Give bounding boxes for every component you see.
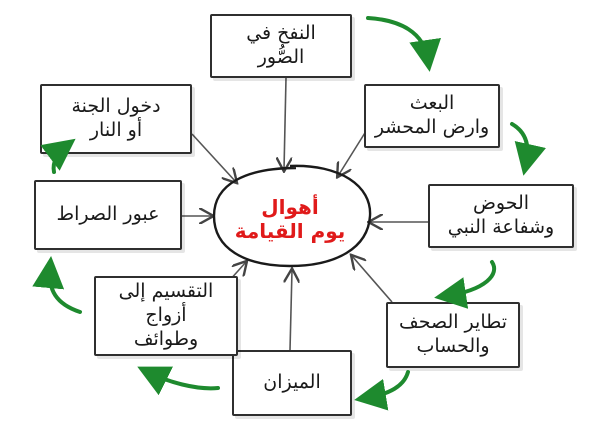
box-mizan-line1: الميزان <box>263 371 321 394</box>
box-nafkh-line2: الصُّور <box>257 46 305 68</box>
connector-mizan <box>290 270 292 351</box>
center-title-line1: أهوال <box>261 195 319 219</box>
center-title-line2: يوم القيامة <box>234 219 346 243</box>
box-tatayur-line2: والحساب <box>416 335 490 357</box>
box-nafkh: النفخ في الصُّور <box>210 14 352 78</box>
box-baath: البعث وارض المحشر <box>364 84 500 148</box>
green-arrow-2 <box>510 122 546 176</box>
box-sirat: عبور الصراط <box>34 180 182 250</box>
green-arrow-1 <box>366 16 441 72</box>
green-arrow-3 <box>434 260 497 309</box>
center-title: أهوال يوم القيامة <box>218 180 362 258</box>
connector-baath <box>338 127 369 176</box>
box-sirat-line1: عبور الصراط <box>56 203 160 226</box>
box-taqsim: التقسيم إلى أزواج وطوائف <box>94 276 238 356</box>
box-tatayur-line1: تطاير الصحف <box>399 311 507 334</box>
center-circle <box>212 164 372 268</box>
box-taqsim-line1: التقسيم إلى أزواج <box>118 280 214 327</box>
connector-tatayur <box>352 256 393 303</box>
box-dukhul-line1: دخول الجنة <box>71 95 161 118</box>
green-arrow-7 <box>40 138 76 174</box>
box-baath-line2: وارض المحشر <box>374 116 490 138</box>
box-dukhul-line2: أو النار <box>89 119 143 141</box>
box-mizan: الميزان <box>232 350 352 416</box>
box-nafkh-line1: النفخ في <box>246 22 316 45</box>
box-dukhul: دخول الجنة أو النار <box>40 84 192 154</box>
connector-dukhul <box>191 133 236 182</box>
connector-nafkh <box>284 77 286 170</box>
green-arrow-4 <box>354 370 410 411</box>
box-taqsim-line2: وطوائف <box>133 327 199 350</box>
green-arrow-5 <box>137 366 220 396</box>
box-hawd-line1: الحوض <box>472 192 530 215</box>
box-hawd-line2: وشفاعة النبي <box>447 216 555 238</box>
green-arrow-6 <box>32 256 82 314</box>
box-hawd: الحوض وشفاعة النبي <box>428 184 574 248</box>
box-baath-line1: البعث <box>409 92 455 115</box>
